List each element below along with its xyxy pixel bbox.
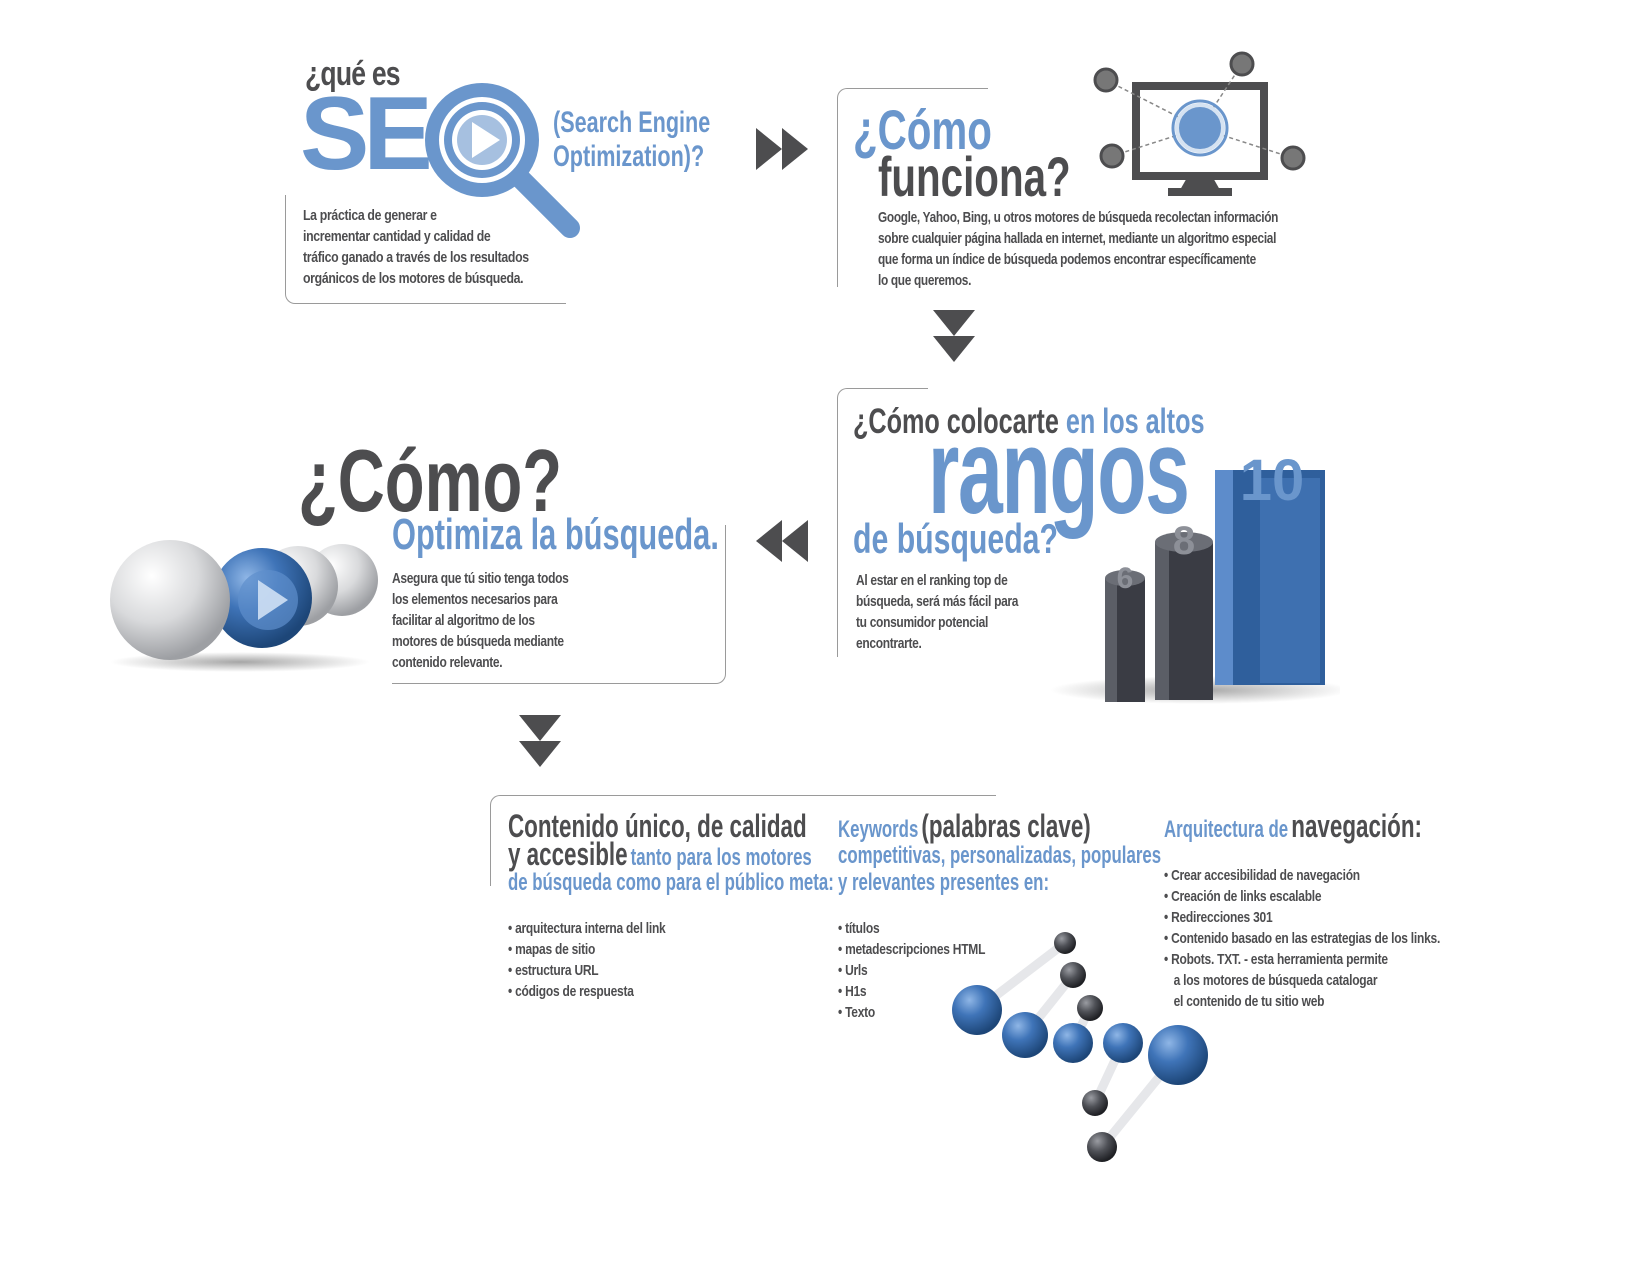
how-big-title: ¿Cómo? (298, 431, 563, 530)
bar-label-6: 6 (1117, 562, 1134, 595)
col1-title-2b: tanto para los motores (630, 844, 812, 871)
bar-label-8: 8 (1173, 519, 1195, 563)
section4-body-line: contenido relevante. (392, 654, 503, 671)
col2-title: Keywords (palabras clave) (838, 808, 1091, 845)
list-item: arquitectura interna del link (508, 918, 666, 939)
list-item: Texto (838, 1002, 985, 1023)
col1-title-2a: y accesible (508, 836, 628, 872)
col1-title-3: de búsqueda como para el público meta: (508, 869, 834, 896)
section1-body-line: tráfico ganado a través de los resultado… (303, 249, 529, 266)
section1-body-line: La práctica de generar e (303, 207, 437, 224)
how-title-1: ¿Cómo (853, 102, 992, 158)
bar-label-10: 10 (1240, 450, 1305, 513)
magnifier-icon (425, 83, 580, 238)
rewind-icon (756, 520, 808, 562)
list-item-continued: el contenido de tu sitio web (1173, 993, 1325, 1010)
col3-title: Arquitectura de navegación: (1164, 808, 1422, 845)
section3-body-line: Al estar en el ranking top de (856, 572, 1008, 589)
section3-body-line: tu consumidor potencial (856, 614, 988, 631)
how-title-1-text: ¿Cómo (853, 98, 992, 161)
col2-title-b: (palabras clave) (921, 808, 1091, 844)
col2-list: títulos metadescripciones HTML Urls H1s … (838, 918, 985, 1023)
list-item: Urls (838, 960, 985, 981)
list-item-continued: a los motores de búsqueda catalogar (1173, 972, 1378, 989)
list-item: Redirecciones 301 (1164, 907, 1440, 928)
section2-body-line: que forma un índice de búsqueda podemos … (878, 251, 1256, 268)
section3-body: Al estar en el ranking top de búsqueda, … (856, 570, 1064, 654)
section5-frame (490, 795, 996, 886)
section2-body: Google, Yahoo, Bing, u otros motores de … (878, 207, 1320, 291)
section1-body-line: orgánicos de los motores de búsqueda. (303, 270, 524, 287)
section1-body-line: incrementar cantidad y calidad de (303, 228, 491, 245)
section2-frame (837, 88, 988, 287)
section2-body-line: lo que queremos. (878, 272, 972, 289)
what-is-pre: ¿qué es (305, 55, 401, 93)
list-item: H1s (838, 981, 985, 1002)
bar-10: 10 (1215, 450, 1325, 685)
list-item: Robots. TXT. - esta herramienta permite (1164, 949, 1440, 970)
list-item: estructura URL (508, 960, 665, 981)
section4-body-line: motores de búsqueda mediante (392, 633, 564, 650)
section3-body-line: búsqueda, será más fácil para (856, 593, 1019, 610)
rank-title-1: ¿Cómo colocarte en los altos (853, 402, 1204, 442)
col1-list: arquitectura interna del link mapas de s… (508, 918, 666, 1002)
seo-subtitle-1: (Search Engine (553, 106, 711, 139)
col3-title-b: navegación: (1291, 808, 1422, 844)
col2-line-2: competitivas, personalizadas, populares (838, 842, 1162, 869)
col3-title-a: Arquitectura de (1164, 816, 1289, 843)
section3-body-line: encontrarte. (856, 635, 922, 652)
section1-frame (285, 195, 566, 304)
monitor-network-icon (1093, 51, 1306, 196)
list-item: códigos de respuesta (508, 981, 665, 1002)
bar-6: 6 (1105, 562, 1145, 702)
rank-big-word: rangos (928, 403, 1190, 539)
section3-frame (837, 388, 928, 657)
list-item: metadescripciones HTML (838, 939, 985, 960)
rank-title-a: ¿Cómo colocarte (853, 402, 1059, 441)
section1-body: La práctica de generar e incrementar can… (303, 205, 565, 289)
section2-body-line: sobre cualquier página hallada en intern… (878, 230, 1277, 247)
section4-body-line: facilitar al algoritmo de los (392, 612, 535, 629)
col1-title-1: Contenido único, de calidad (508, 808, 807, 844)
rank-title-b: en los altos (1065, 402, 1205, 441)
optimize-subtitle: Optimiza la búsqueda. (392, 510, 719, 559)
list-item: Crear accesibilidad de navegación (1164, 865, 1440, 886)
section4-body: Asegura que tú sitio tenga todos los ele… (392, 568, 600, 673)
arrow-down-icon (519, 715, 561, 767)
arrow-down-icon (933, 310, 975, 362)
spheres-graphic (110, 540, 378, 672)
how-title-2: funciona? (878, 145, 1071, 208)
col2-title-a: Keywords (838, 816, 919, 843)
seo-word: SE (300, 76, 433, 192)
list-item: Contenido basado en las estrategias de l… (1164, 928, 1440, 949)
seo-subtitle-2: Optimization)? (553, 140, 705, 173)
ranking-bars-graphic: 6 8 10 (1050, 450, 1340, 704)
section2-body-line: Google, Yahoo, Bing, u otros motores de … (878, 209, 1279, 226)
bar-8: 8 (1155, 519, 1213, 700)
section4-body-line: Asegura que tú sitio tenga todos (392, 570, 569, 587)
link-network-graphic (952, 932, 1208, 1162)
fast-forward-icon (756, 128, 808, 170)
section4-frame (392, 525, 726, 684)
list-item: mapas de sitio (508, 939, 665, 960)
list-item: títulos (838, 918, 985, 939)
rank-title-c: de búsqueda? (853, 515, 1058, 562)
list-item: Creación de links escalable (1164, 886, 1440, 907)
col1-title-2: y accesible tanto para los motores (508, 836, 812, 873)
col2-line-3: y relevantes presentes en: (838, 869, 1050, 896)
col3-list: Crear accesibilidad de navegación Creaci… (1164, 865, 1440, 1012)
section4-body-line: los elementos necesarios para (392, 591, 558, 608)
